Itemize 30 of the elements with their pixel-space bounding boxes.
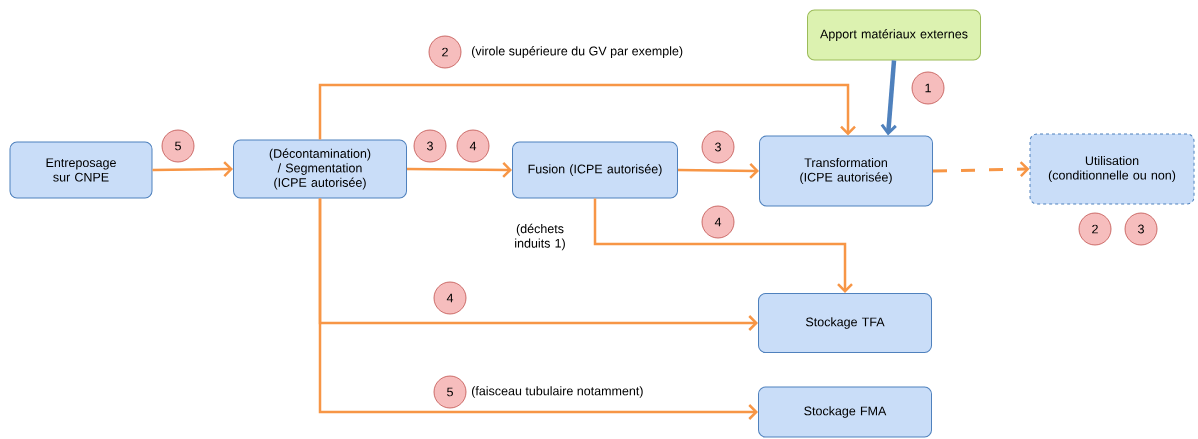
arrow	[407, 162, 512, 178]
arrow	[318, 198, 758, 420]
process-box: Stockage TFA	[758, 293, 932, 353]
arrow	[593, 198, 853, 293]
callout-number: 3	[701, 130, 735, 164]
process-box: Utilisation (conditionnelle ou non)	[1029, 133, 1195, 205]
callout-number: 4	[701, 205, 735, 239]
note-text: (déchets induits 1)	[515, 223, 565, 251]
callout-number: 3	[413, 129, 447, 163]
note-text: (faisceau tubulaire notamment)	[472, 386, 643, 398]
process-box: (Décontamination) / Segmentation (ICPE autorisée)	[233, 139, 407, 199]
arrow	[152, 161, 233, 177]
arrow	[318, 83, 856, 140]
arrow	[933, 161, 1030, 178]
input-box: Apport matériaux externes	[807, 9, 981, 61]
callout-number: 4	[456, 129, 490, 163]
note-text: (virole supérieure du GV par exemple)	[472, 46, 683, 58]
callout-number: 3	[1124, 212, 1158, 246]
process-box: Transformation (ICPE autorisée)	[759, 135, 933, 207]
callout-number: 4	[433, 281, 467, 315]
callout-number: 2	[1078, 212, 1112, 246]
callout-number: 5	[161, 129, 195, 163]
process-box: Fusion (ICPE autorisée)	[512, 141, 678, 199]
process-box: Entreposage sur CNPE	[9, 141, 153, 199]
callout-number: 2	[428, 35, 462, 69]
callout-number: 5	[433, 375, 467, 409]
arrow	[880, 60, 897, 136]
process-box: Stockage FMA	[758, 386, 932, 438]
arrow	[678, 163, 759, 179]
callout-number: 1	[911, 71, 945, 105]
